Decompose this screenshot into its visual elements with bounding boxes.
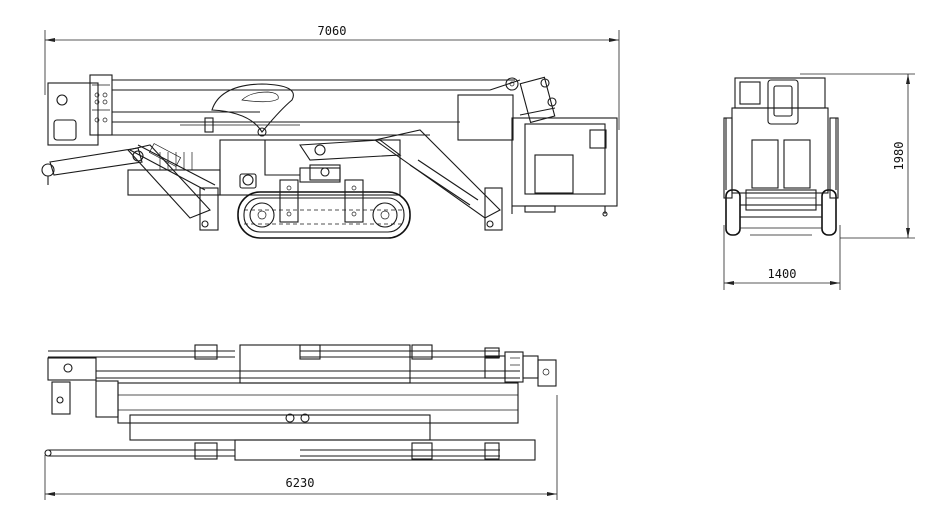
boom-knuckle: [505, 76, 557, 124]
rear-outrigger: [299, 129, 503, 231]
power-pack: [511, 117, 618, 217]
top-boom-head: [484, 351, 557, 387]
front-outrigger-left: [41, 144, 219, 231]
dimension-label-height: 1980: [892, 142, 906, 171]
dimension-transport-length: 6230: [44, 395, 558, 500]
dimension-height: 1980: [800, 73, 915, 239]
dimension-overall-length: 7060: [44, 24, 620, 130]
main-boom: [47, 74, 521, 146]
dimension-label-overall-length: 7060: [318, 24, 347, 38]
boom-cylinder: [211, 83, 294, 137]
crawler-track: [237, 167, 411, 239]
dimension-width: 1400: [723, 225, 841, 290]
top-boom: [47, 344, 520, 441]
top-view: 6230: [44, 344, 558, 500]
dimension-label-transport-length: 6230: [286, 476, 315, 490]
dimension-label-width: 1400: [768, 267, 797, 281]
chassis-body: [127, 139, 401, 196]
side-view: 7060: [41, 24, 620, 239]
top-outriggers-lower: [44, 439, 536, 461]
front-view: 1980 1400: [723, 73, 915, 290]
front-machine: [723, 77, 839, 236]
top-outriggers-upper: [48, 344, 500, 360]
